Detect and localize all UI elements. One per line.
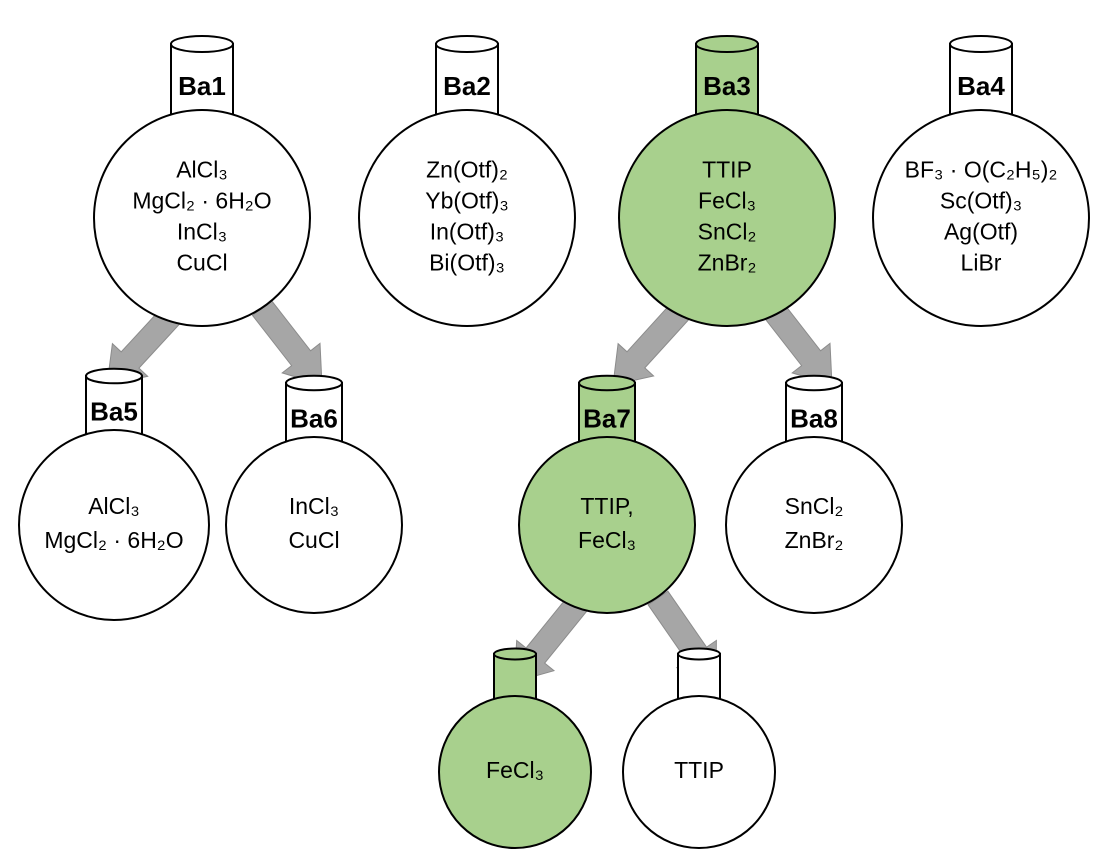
flask-neck <box>949 34 1013 117</box>
reagent-text: ZnBr₂ <box>698 250 757 276</box>
reagent-text: MgCl₂ · 6H₂O <box>132 188 271 214</box>
flask-bulb <box>225 436 403 614</box>
reagent-text: In(Otf)₃ <box>430 219 505 245</box>
reagent-text: TTIP <box>702 157 752 183</box>
arrow-ba1-to-ba6 <box>251 299 323 386</box>
reagent-text: Zn(Otf)₂ <box>426 157 508 183</box>
reagent-text: FeCl₃ <box>486 757 544 783</box>
reagent-text: Ag(Otf) <box>944 219 1018 245</box>
flask-neck <box>493 647 537 703</box>
reagent-text: ZnBr₂ <box>785 527 844 553</box>
reagent-text: InCl₃ <box>177 219 227 245</box>
reagent-text: TTIP, <box>580 493 633 519</box>
flask-label: Ba3 <box>703 71 751 101</box>
flask-bulb <box>725 436 903 614</box>
flask-bulb <box>872 109 1090 327</box>
reagent-text: CuCl <box>176 250 227 276</box>
flask-fecl3: FeCl₃ <box>438 647 592 849</box>
reagent-text: AlCl₃ <box>88 493 140 519</box>
flask-neck <box>170 34 234 117</box>
reagent-text: InCl₃ <box>289 493 339 519</box>
flask-neck <box>285 374 343 444</box>
reagent-text: FeCl₃ <box>578 527 636 553</box>
reagent-text: SnCl₂ <box>698 219 757 245</box>
flask-label: Ba6 <box>290 404 338 434</box>
reagent-text: Yb(Otf)₃ <box>425 188 509 214</box>
reagent-text: MgCl₂ · 6H₂O <box>44 527 183 553</box>
flask-label: Ba8 <box>790 404 838 434</box>
flask-ttip: TTIP <box>622 647 776 849</box>
flask-bulb <box>358 109 576 327</box>
flask-label: Ba2 <box>443 71 491 101</box>
flask-bulb <box>18 429 210 621</box>
flask-label: Ba5 <box>90 397 138 427</box>
reagent-text: FeCl₃ <box>698 188 756 214</box>
flask-bulb <box>618 109 836 327</box>
flask-bulb <box>622 695 776 849</box>
reagent-text: SnCl₂ <box>785 493 844 519</box>
reagent-text: AlCl₃ <box>176 157 228 183</box>
flask-label: Ba4 <box>957 71 1005 101</box>
flask-label: Ba1 <box>178 71 226 101</box>
flask-bulb <box>93 109 311 327</box>
arrows-layer <box>106 299 833 683</box>
flask-neck <box>677 647 721 703</box>
reagent-text: Bi(Otf)₃ <box>429 250 505 276</box>
flask-neck <box>578 374 636 444</box>
reagent-text: CuCl <box>288 527 339 553</box>
reagent-text: BF₃ · O(C₂H₅)₂ <box>905 157 1058 183</box>
flask-neck <box>435 34 499 117</box>
flask-label: Ba7 <box>583 404 631 434</box>
flask-bulb <box>518 436 696 614</box>
reagent-text: Sc(Otf)₃ <box>940 188 1022 214</box>
arrow-ba3-to-ba8 <box>761 299 833 386</box>
reagent-text: TTIP <box>674 757 724 783</box>
flask-bulb <box>438 695 592 849</box>
reagent-text: LiBr <box>961 250 1002 276</box>
